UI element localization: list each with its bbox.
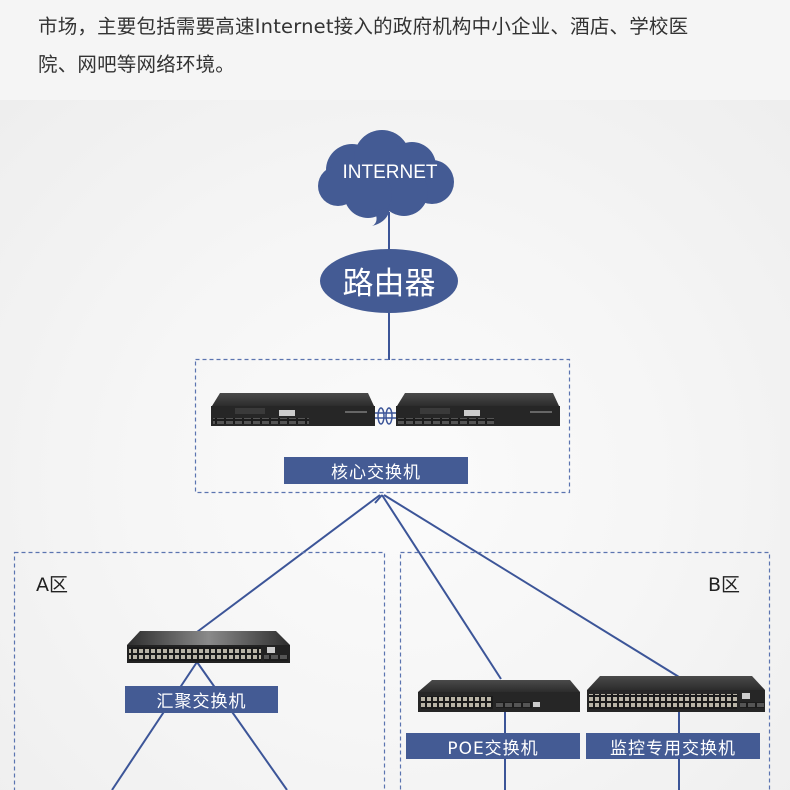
stack-link-icon (375, 407, 396, 425)
internet-cloud-icon (318, 130, 454, 226)
intro-text-block: 市场，主要包括需要高速Internet接入的政府机构中小企业、酒店、学校医院、网… (0, 0, 790, 100)
link-core-surveillance (383, 494, 680, 678)
link-core-poe (381, 494, 502, 680)
zone-a-label: A区 (36, 574, 68, 596)
core-switch-1-icon (211, 393, 375, 426)
link-core-aggregation (196, 494, 381, 633)
core-switch-2-icon (396, 393, 560, 426)
zone-a-box (13, 551, 386, 790)
poe-switch-label: POE交换机 (406, 733, 580, 759)
network-diagram-background (0, 100, 790, 790)
connection-lines (111, 212, 680, 790)
zone-b-box (399, 551, 771, 790)
aggregation-switch-label-text: 汇聚交换机 (156, 692, 247, 712)
surveillance-switch-label: 监控专用交换机 (586, 733, 760, 759)
core-switch-label-text: 核心交换机 (331, 463, 421, 483)
poe-switch-label-text: POE交换机 (447, 738, 539, 759)
link-aggregation-down-left (111, 661, 198, 790)
core-zone-box (194, 358, 571, 494)
aggregation-switch-icon (127, 631, 290, 663)
surveillance-switch-label-text: 监控专用交换机 (610, 738, 736, 759)
aggregation-switch-label: 汇聚交换机 (125, 686, 278, 713)
intro-line-2: 院、网吧等网络环境。 (38, 53, 236, 76)
intro-paragraph: 市场，主要包括需要高速Internet接入的政府机构中小企业、酒店、学校医院、网… (38, 8, 768, 84)
zone-b-label: B区 (708, 574, 741, 596)
router-ellipse-icon (320, 249, 458, 313)
intro-line-1: 市场，主要包括需要高速Internet接入的政府机构中小企业、酒店、学校医 (38, 15, 689, 38)
surveillance-switch-icon (587, 676, 765, 712)
core-switch-label: 核心交换机 (284, 457, 468, 484)
router-label: 路由器 (343, 266, 436, 302)
link-aggregation-down-right (196, 661, 288, 790)
poe-switch-icon (418, 680, 580, 712)
internet-label: INTERNET (343, 162, 438, 183)
